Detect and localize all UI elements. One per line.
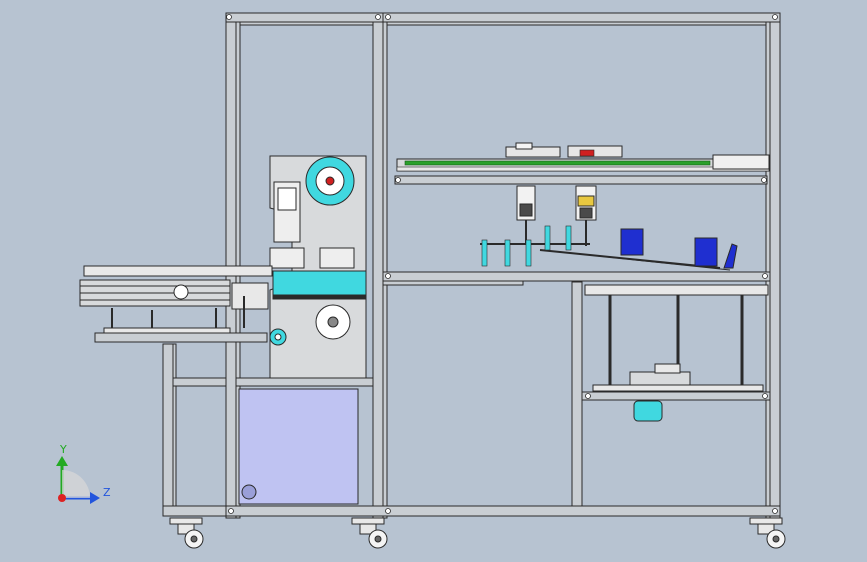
z-axis-arrow: [90, 492, 100, 504]
enclosure-knob: [241, 484, 257, 500]
right-post: [769, 12, 781, 519]
mid-lower-post: [571, 281, 583, 508]
right-inner-post: [765, 21, 771, 519]
blue-box-1: [620, 228, 644, 256]
shelf-beam: [394, 175, 768, 185]
y-axis-label: Y: [59, 443, 67, 456]
aux-bottom-beam: [162, 505, 227, 517]
green-rail: [404, 160, 711, 166]
cyan-cylinder: [633, 400, 663, 422]
label-unit-panel: [269, 155, 367, 379]
slide-actuator-left: [505, 146, 561, 158]
center-post: [372, 12, 384, 519]
top-beam-left: [225, 12, 384, 23]
lower-right-beam: [581, 391, 771, 401]
bottom-beam: [225, 505, 781, 517]
axis-triad: Y Z: [56, 443, 111, 504]
pickup-heads: [516, 185, 597, 246]
work-table-lower: [382, 280, 524, 286]
corner-bolts: [226, 14, 778, 514]
caster-left: [169, 517, 204, 549]
slide-actuator-right: [567, 145, 623, 158]
casters: [169, 517, 786, 549]
top-beam-right: [382, 12, 781, 23]
cyan-feed-block: [272, 270, 367, 296]
caster-right: [749, 517, 786, 549]
lower-right-assembly: [584, 284, 769, 422]
axis-origin: [58, 494, 66, 502]
caster-center: [351, 517, 388, 549]
top-beam-lip: [239, 21, 374, 26]
left-lower-beam: [235, 377, 374, 387]
upper-rail-assembly: [396, 142, 770, 172]
work-table-beam: [382, 271, 771, 282]
aux-mid-beam: [172, 377, 227, 387]
inclined-conveyor: [480, 225, 738, 271]
side-shelf: [94, 332, 268, 343]
frame-beams: [94, 12, 781, 517]
lower-enclosure-panel: [238, 388, 359, 505]
top-beam-lip-right: [386, 21, 767, 26]
aux-left-inner-post: [172, 343, 177, 517]
z-axis-label: Z: [103, 486, 111, 499]
blue-box-2: [694, 237, 718, 267]
red-marker: [579, 149, 595, 157]
rail-end-block: [712, 154, 770, 170]
y-axis-arrow: [56, 456, 68, 466]
infeed-conveyor: [79, 265, 273, 334]
center-inner-post: [382, 12, 388, 519]
aux-left-post: [162, 343, 174, 517]
